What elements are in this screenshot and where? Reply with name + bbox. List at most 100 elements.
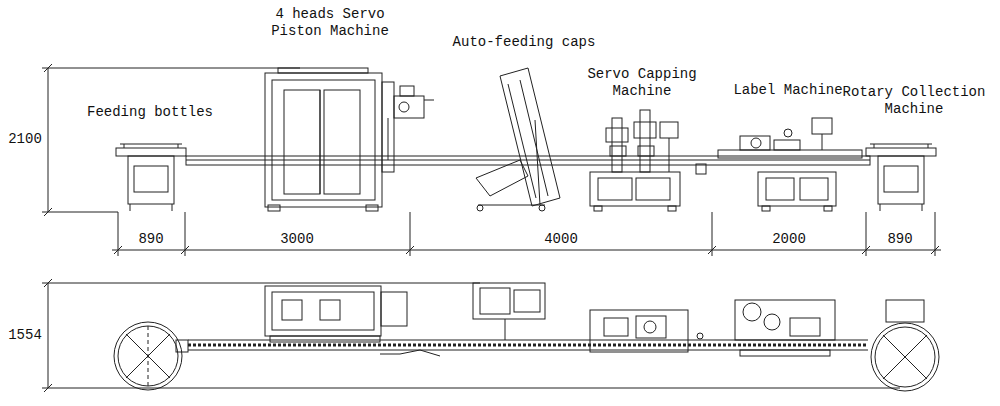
dimension-lines	[931, 246, 939, 254]
piston-machine-front	[268, 205, 280, 211]
dimension-lines	[112, 250, 941, 251]
dimension-value: 890	[870, 231, 930, 248]
label-machine-front	[774, 140, 800, 150]
collection-table-front	[880, 204, 881, 211]
cap-feeder-top	[473, 283, 545, 319]
label-machine-top	[697, 300, 835, 356]
dimension-lines	[48, 283, 49, 388]
collection-table-front	[928, 144, 929, 148]
dimension-lines	[42, 68, 300, 69]
collection-turntable-top	[886, 300, 924, 322]
machine-label: Rotary Collection Machine	[839, 84, 989, 118]
label-machine-front	[800, 178, 828, 200]
feeding-turntable-top	[176, 340, 188, 352]
machine-label: Feeding bottles	[75, 104, 225, 121]
piston-machine-front	[272, 80, 375, 200]
label-machine-top	[735, 300, 835, 340]
piston-machine-top	[265, 286, 381, 336]
collection-turntable-top	[871, 323, 939, 391]
label-machine-front	[762, 206, 770, 211]
capping-machine-front	[590, 172, 680, 206]
feeding-turntable-top	[114, 322, 182, 390]
piston-machine-top	[381, 292, 407, 326]
label-machine-front	[751, 138, 761, 148]
label-machine-top	[697, 333, 703, 339]
capping-machine-top	[590, 310, 688, 352]
dimension-lines	[44, 208, 52, 216]
dimension-lines	[114, 246, 122, 254]
capping-machine-front	[668, 206, 676, 211]
collection-turntable-top	[883, 335, 927, 379]
piston-machine-front	[388, 118, 389, 160]
feeding-table-front	[116, 144, 186, 211]
label-machine-front	[740, 136, 770, 150]
dimension-lines	[48, 68, 49, 212]
piston-machine-top	[270, 336, 380, 342]
capping-machine-top	[644, 321, 656, 333]
label-machine-front	[758, 172, 836, 206]
capping-machine-top	[604, 318, 628, 336]
label-machine-top	[790, 318, 820, 336]
label-machine-front	[766, 178, 794, 200]
piston-machine-front	[324, 90, 360, 194]
capping-machine-front	[640, 110, 650, 172]
capping-machine-front	[590, 110, 706, 211]
feeding-table-front	[124, 144, 125, 148]
cap-feeder-front	[476, 68, 560, 211]
dimension-lines	[181, 246, 189, 254]
cap-feeder-front	[477, 205, 483, 211]
dimension-value: 1554	[3, 327, 47, 344]
dimension-value: 3000	[267, 231, 327, 248]
collection-turntable-top	[875, 327, 935, 387]
piston-machine-front	[399, 102, 409, 112]
feeding-turntable-top	[118, 326, 178, 386]
feeding-table-front	[120, 144, 182, 145]
dimension-lines	[42, 212, 118, 213]
collection-turntable-top	[871, 300, 939, 391]
dimension-value: 4000	[531, 231, 591, 248]
piston-machine-front	[320, 90, 321, 194]
collection-table-front	[874, 144, 875, 148]
feeding-turntable-top	[148, 326, 149, 386]
piston-machine-top	[282, 300, 302, 320]
collection-table-front	[870, 144, 932, 145]
cap-feeder-front	[539, 205, 545, 211]
dimension-lines	[42, 388, 900, 389]
dimension-lines	[44, 64, 52, 72]
dimension-lines	[708, 246, 716, 254]
piston-machine-front	[400, 86, 414, 96]
cap-feeder-front	[520, 80, 548, 196]
dimension-lines	[44, 279, 52, 287]
feeding-table-front	[116, 148, 186, 156]
machine-label: Auto-feeding caps	[424, 34, 624, 51]
piston-machine-front	[394, 96, 424, 118]
capping-machine-front	[612, 118, 622, 172]
feeding-table-front	[172, 204, 173, 211]
label-machine-front	[812, 118, 832, 134]
conveyor-front	[186, 160, 870, 161]
label-machine-front	[784, 129, 792, 137]
capping-machine-front	[594, 206, 602, 211]
cap-feeder-top	[473, 283, 545, 340]
piston-machine-top	[380, 350, 440, 356]
cap-feeder-front	[535, 120, 540, 205]
capping-machine-front	[606, 128, 628, 142]
capping-machine-top	[636, 316, 666, 338]
label-machine-front	[824, 206, 832, 211]
piston-machine-top	[272, 292, 374, 330]
feeding-table-front	[130, 204, 131, 211]
piston-machine-front	[366, 205, 378, 211]
feeding-table-front	[178, 144, 179, 148]
piston-machine-front	[284, 90, 320, 194]
cap-feeder-front	[476, 160, 528, 196]
dimension-lines	[862, 246, 870, 254]
feeding-table-front	[128, 156, 174, 204]
label-machine-front	[822, 134, 823, 150]
capping-machine-front	[696, 164, 706, 174]
collection-table-front	[884, 166, 918, 192]
dimension-lines	[42, 64, 941, 392]
label-machine-front	[718, 150, 862, 158]
cap-feeder-top	[505, 319, 506, 340]
capping-machine-front	[598, 178, 632, 200]
